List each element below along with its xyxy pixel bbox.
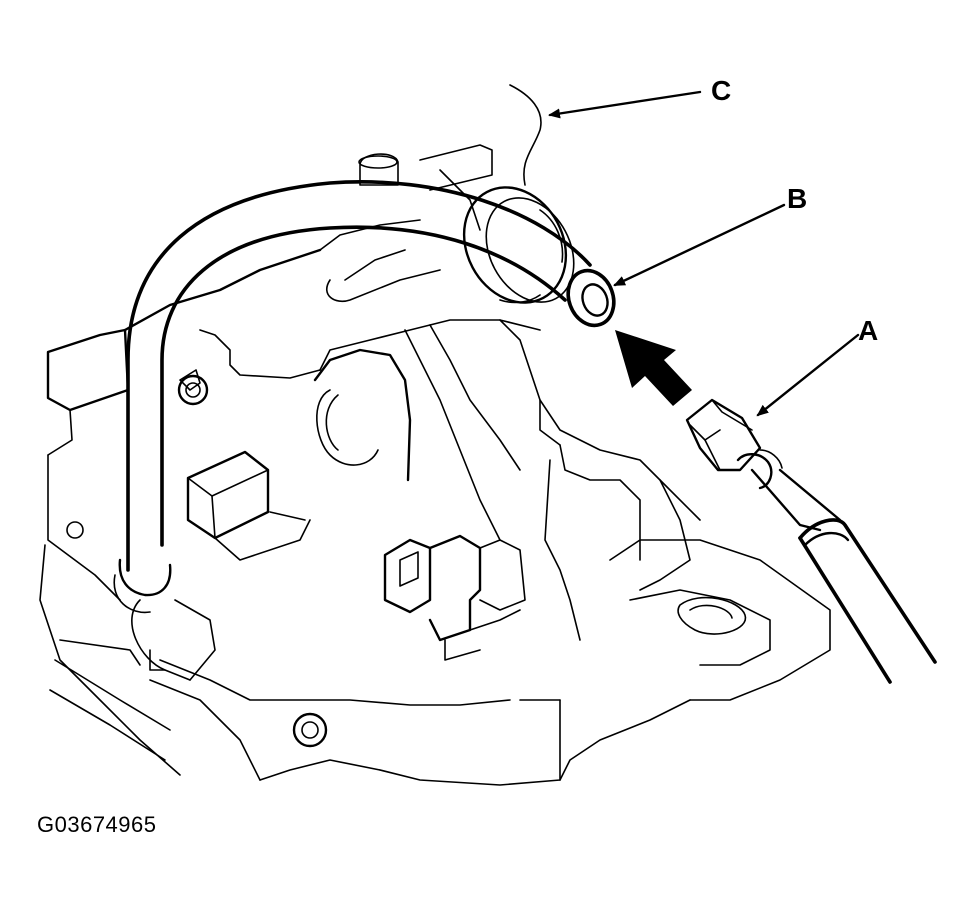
callout-leaders (509, 84, 860, 417)
clamp-c (462, 186, 575, 304)
callout-label-b: B (787, 183, 807, 214)
callout-label-c: C (711, 75, 731, 106)
callout-label-a: A (858, 315, 878, 346)
connection-arrow (615, 330, 692, 406)
engine-housing (39, 144, 831, 786)
figure-id: G03674965 (37, 812, 157, 837)
hose-b (113, 180, 616, 614)
connector-a (685, 398, 937, 684)
